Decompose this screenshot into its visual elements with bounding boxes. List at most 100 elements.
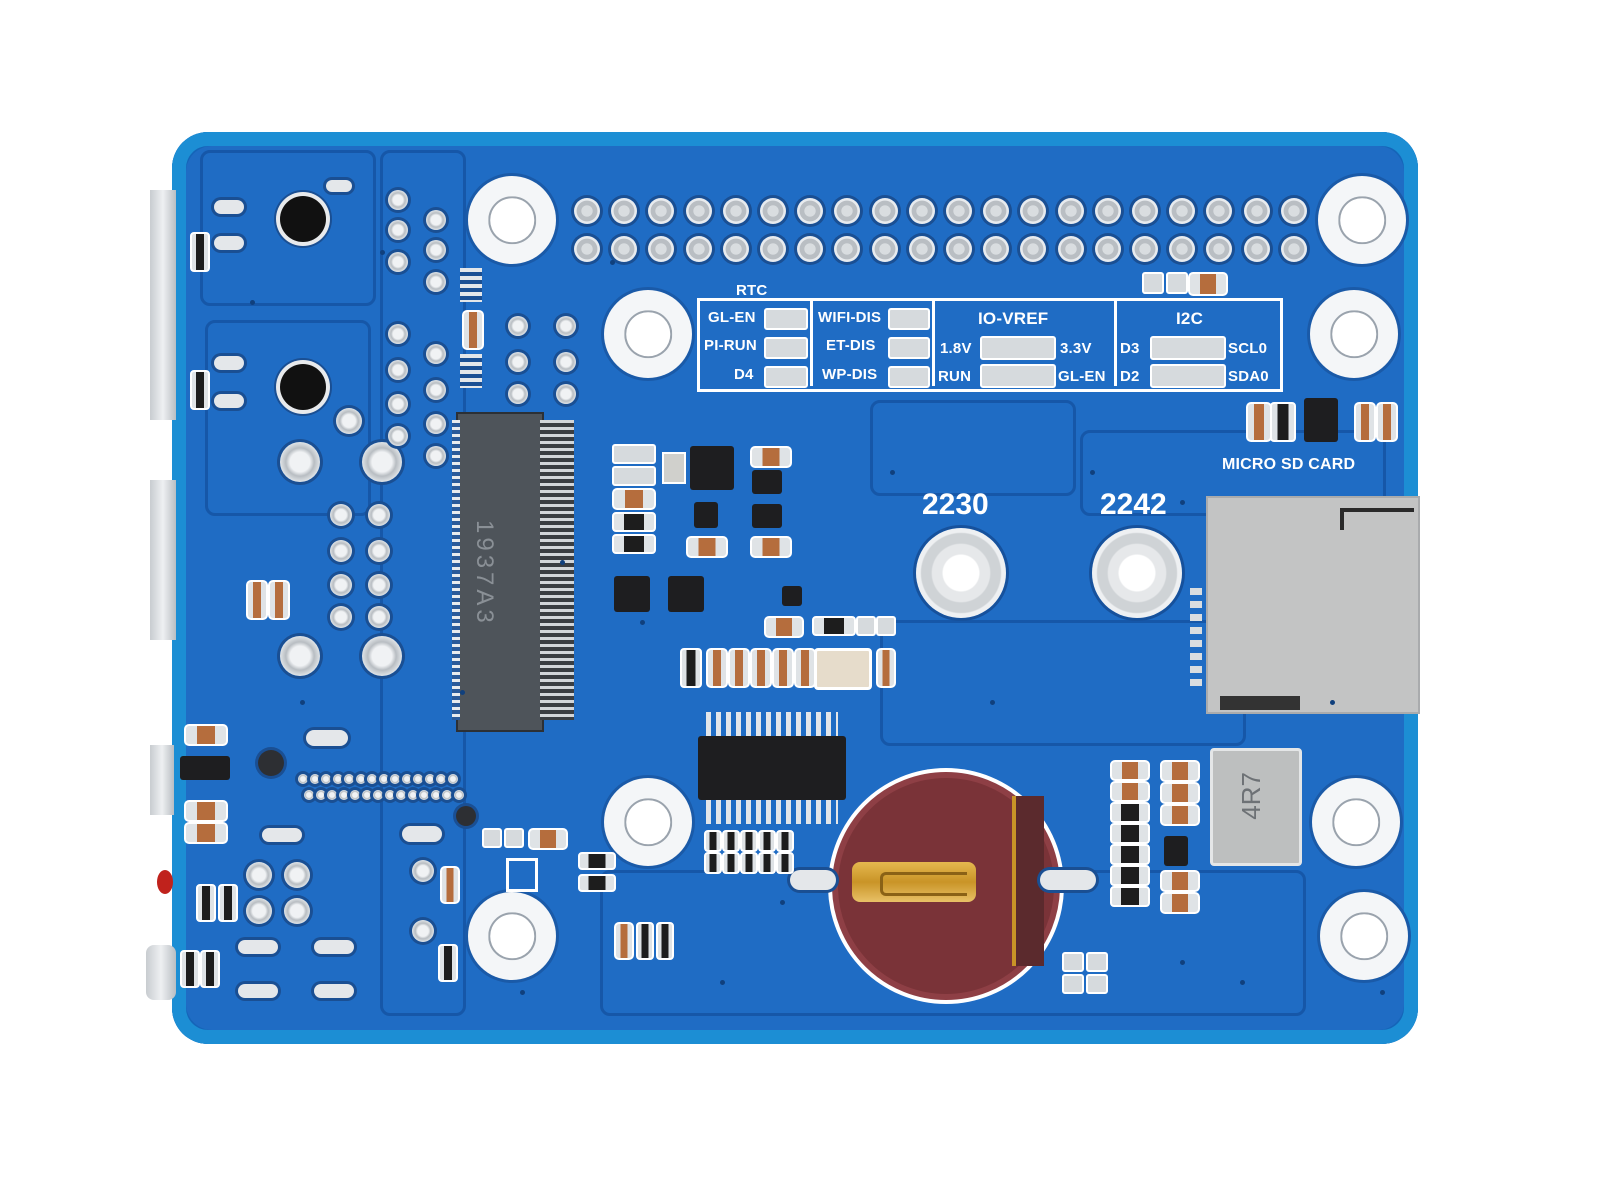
sd-pin [1190,640,1202,647]
through-hole-pad [368,574,390,596]
tactile-switch-a[interactable] [280,196,326,242]
via [1240,980,1245,985]
via [460,690,465,695]
gpio-pin [611,198,638,224]
through-hole-pad [280,442,320,482]
gpio-pin [983,198,1010,224]
label-pi-run: PI-RUN [704,337,757,354]
label-et-dis: ET-DIS [826,337,876,354]
through-hole-pad [426,344,446,364]
gpio-pin [648,198,675,224]
fpc-pad [332,774,343,784]
resistor [578,874,616,892]
through-hole-pad [368,504,390,526]
solder-pad [238,940,278,954]
capacitor [750,446,792,468]
gpio-pin [871,236,898,262]
capacitor [1160,760,1200,782]
jumper-run [980,364,1056,388]
fpc-pad [367,774,377,784]
pad [612,466,656,486]
fpc-pad [424,774,435,784]
jumper-gl-en [764,308,808,330]
resistor [218,884,238,922]
resistor [740,830,758,852]
fpc-pad [407,790,418,800]
led-indicator [157,870,173,894]
fpc-pad [327,790,337,800]
usb-connector-edge [150,190,176,420]
pad [876,616,896,636]
resistor [812,616,856,636]
through-hole-pad [362,636,402,676]
via [990,700,995,705]
fpc-pad [447,774,458,784]
fpc-pad [309,774,320,784]
usb-c-connector-edge [150,480,176,640]
label-scl0: SCL0 [1228,340,1268,357]
battery-contact-slot [880,872,967,896]
solder-pad [214,394,244,408]
copper-trace [200,150,376,306]
fpc-pad [430,790,441,800]
divider [932,298,935,386]
m2-standoff-2242 [1092,528,1182,618]
solder-pad [402,826,442,842]
resistor [722,852,740,874]
capacitor [528,828,568,850]
capacitor [246,580,268,620]
jumper-sda0 [1150,364,1226,388]
fpc-pad [355,774,366,784]
sd-slot-opening [1220,696,1300,710]
resistor [758,852,776,874]
resistor [1110,823,1150,844]
label-wp-dis: WP-DIS [822,366,878,383]
gpio-pin [1057,198,1084,224]
capacitor [876,648,896,688]
mounting-hole [604,778,692,866]
m2-connector-pins [540,420,574,720]
fpc-pad [344,774,354,784]
fpc-pad [401,774,412,784]
via [250,300,255,305]
pad [1086,952,1108,972]
small-diode [662,452,686,484]
solder-pad [306,730,348,746]
via [520,990,525,995]
fpc-pad [384,790,395,800]
label-wifi-dis: WIFI-DIS [818,309,882,326]
resistor [704,830,722,852]
pad [1062,974,1084,994]
through-hole-pad [388,220,408,240]
solder-pad [314,940,354,954]
sd-pin [1190,627,1202,634]
through-hole-pad [556,316,576,336]
jumper-d4 [764,366,808,388]
label-2230: 2230 [922,488,989,521]
resistor [776,852,794,874]
sd-pin [1190,679,1202,686]
through-hole-pad [426,240,446,260]
small-ic [782,586,802,606]
gpio-pin [908,236,935,262]
gpio-pin [1280,198,1307,224]
mounting-hole [604,290,692,378]
fpc-pad [361,790,372,800]
label-rtc: RTC [736,282,768,299]
fpc-pad [373,790,383,800]
via [560,560,565,565]
resistor [704,852,722,874]
resistor [758,830,776,852]
battery-clip [1012,796,1044,966]
pad [482,828,502,848]
micro-sd-card-slot[interactable] [1206,496,1420,714]
gpio-pin [946,198,972,224]
tactile-switch-b[interactable] [280,364,326,410]
m2-connector-solder-pins [452,420,460,720]
label-2242: 2242 [1100,488,1167,521]
fpc-pad [350,790,360,800]
via [1330,700,1335,705]
through-hole-pad [246,898,272,924]
jumper-table-outline [697,298,1283,392]
mosfet [668,576,704,612]
